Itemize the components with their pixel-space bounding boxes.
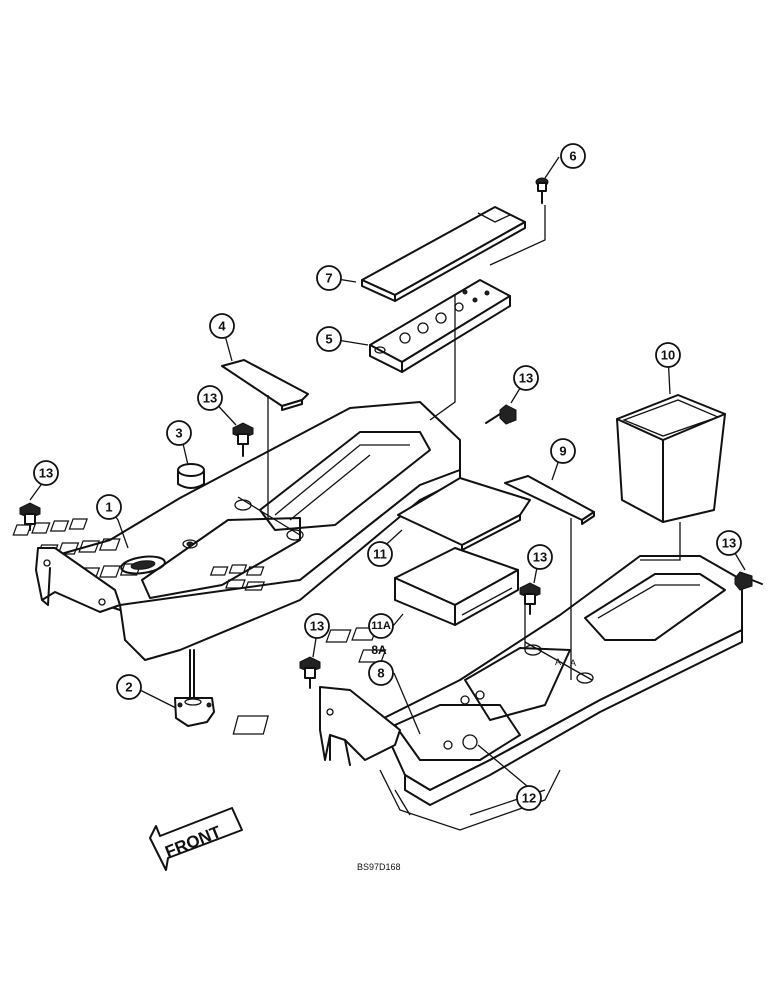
callout-11: 11: [367, 541, 393, 567]
callout-8a: 8A: [371, 643, 387, 657]
callout-13-d-label: 13: [310, 619, 324, 634]
drawing-code: BS97D168: [357, 862, 401, 872]
part-5-bracket: [369, 279, 511, 373]
part-11-panel: [397, 477, 531, 551]
front-label: FRONT: [162, 822, 224, 862]
callout-7-label: 7: [325, 271, 332, 286]
callout-4-label: 4: [218, 319, 226, 334]
callout-10-label: 10: [661, 348, 675, 363]
callout-13-b-label: 13: [203, 391, 217, 406]
callout-12: 12: [516, 785, 542, 811]
right-console: A A: [232, 555, 743, 831]
callout-5: 5: [316, 326, 342, 352]
left-console: [12, 401, 461, 661]
callout-13-a: 13: [33, 460, 59, 486]
part-4-pad: [221, 359, 309, 411]
callout-13-a-label: 13: [39, 466, 53, 481]
callout-1-label: 1: [105, 500, 112, 515]
bolt-13-f: [734, 571, 763, 591]
callout-9-label: 9: [559, 444, 566, 459]
callout-13-e: 13: [527, 544, 553, 570]
part-9-pad: [504, 475, 595, 525]
callout-13-d: 13: [304, 613, 330, 639]
callout-6-label: 6: [569, 149, 576, 164]
callout-13-c: 13: [513, 365, 539, 391]
callout-13-e-label: 13: [533, 550, 547, 565]
callout-13-f-label: 13: [722, 536, 736, 551]
callout-8-label: 8: [377, 666, 384, 681]
callout-8: 8: [368, 660, 394, 686]
callout-7: 7: [316, 265, 342, 291]
bolt-13-d: [299, 656, 321, 689]
callout-13-f: 13: [716, 530, 742, 556]
callout-10: 10: [655, 342, 681, 368]
part-10-cup: [616, 394, 726, 523]
front-arrow: FRONT: [149, 807, 243, 871]
callout-4: 4: [209, 313, 235, 339]
callout-2: 2: [116, 674, 142, 700]
callout-3: 3: [166, 420, 192, 446]
callout-13-c-label: 13: [519, 371, 533, 386]
callout-11a: 11A: [368, 613, 394, 639]
callout-5-label: 5: [325, 332, 332, 347]
callout-8a-label: 8A: [371, 643, 387, 657]
svg-text:A: A: [570, 658, 576, 668]
callout-11a-label: 11A: [371, 620, 391, 632]
part-2-switch: [174, 649, 215, 727]
callout-12-label: 12: [522, 791, 536, 806]
part-7-cover: [361, 206, 526, 302]
bolt-13-a: [19, 502, 41, 531]
callout-1: 1: [96, 494, 122, 520]
svg-text:A: A: [555, 657, 561, 667]
callout-11-label: 11: [373, 547, 387, 562]
callout-6: 6: [560, 143, 586, 169]
part-3-knob: [177, 463, 205, 489]
part-6-screw: [535, 177, 549, 204]
callout-13-b: 13: [197, 385, 223, 411]
callout-9: 9: [550, 438, 576, 464]
callout-3-label: 3: [175, 426, 182, 441]
callout-2-label: 2: [125, 680, 132, 695]
bolt-13-e: [519, 582, 541, 615]
part-11a-module: [209, 547, 519, 626]
bolt-13-c: [485, 404, 517, 425]
bolt-13-b: [232, 422, 254, 457]
